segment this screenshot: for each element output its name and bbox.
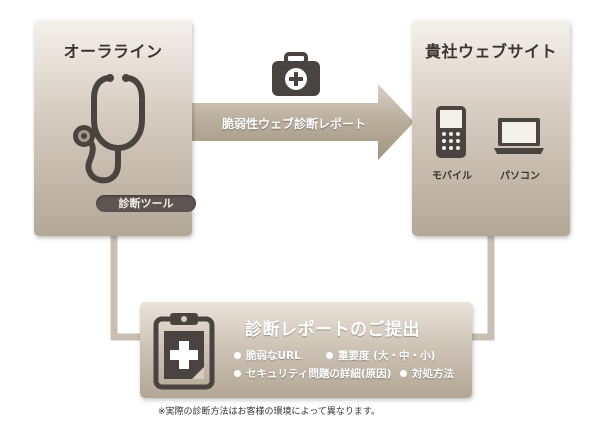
vulnerability-report-label: 脆弱性ウェブ診断レポート bbox=[222, 117, 367, 131]
report-item-text: セキュリティ問題の詳細(原因) bbox=[246, 368, 392, 380]
report-item: 重要度 (大・中・小) bbox=[326, 348, 435, 363]
flow-arrow-right bbox=[192, 84, 414, 160]
report-item: セキュリティ問題の詳細(原因) bbox=[234, 366, 391, 381]
connector-left-down bbox=[110, 236, 140, 341]
mobile-label: モバイル bbox=[432, 171, 472, 182]
report-item-text: 重要度 (大・中・小) bbox=[338, 350, 436, 362]
medical-clipboard-icon bbox=[153, 313, 215, 390]
laptop-icon bbox=[494, 118, 544, 154]
diagnosis-tool-badge: 診断ツール bbox=[96, 195, 196, 212]
report-item-text: 対処方法 bbox=[412, 368, 454, 380]
online-title: オーラライン bbox=[63, 42, 163, 61]
footnote: ※実際の診断方法はお客様の環境によって異なります。 bbox=[158, 407, 380, 417]
report-item: 対処方法 bbox=[400, 366, 454, 381]
report-item: 脆弱なURL bbox=[234, 348, 301, 363]
report-title: 診断レポートのご提出 bbox=[245, 320, 420, 340]
report-item-text: 脆弱なURL bbox=[246, 350, 301, 362]
website-title: 貴社ウェブサイト bbox=[424, 42, 557, 61]
medical-bag-icon bbox=[272, 52, 320, 96]
mobile-phone-icon bbox=[436, 106, 466, 158]
bullet-dot bbox=[234, 352, 241, 359]
online-panel: オーラライン 診断ツール bbox=[34, 20, 196, 236]
bullet-dot bbox=[326, 352, 333, 359]
bullet-dot bbox=[400, 370, 407, 377]
bullet-dot bbox=[234, 370, 241, 377]
connector-right-up bbox=[472, 208, 495, 341]
stethoscope-icon bbox=[73, 74, 145, 184]
pc-label: パソコン bbox=[500, 171, 540, 182]
